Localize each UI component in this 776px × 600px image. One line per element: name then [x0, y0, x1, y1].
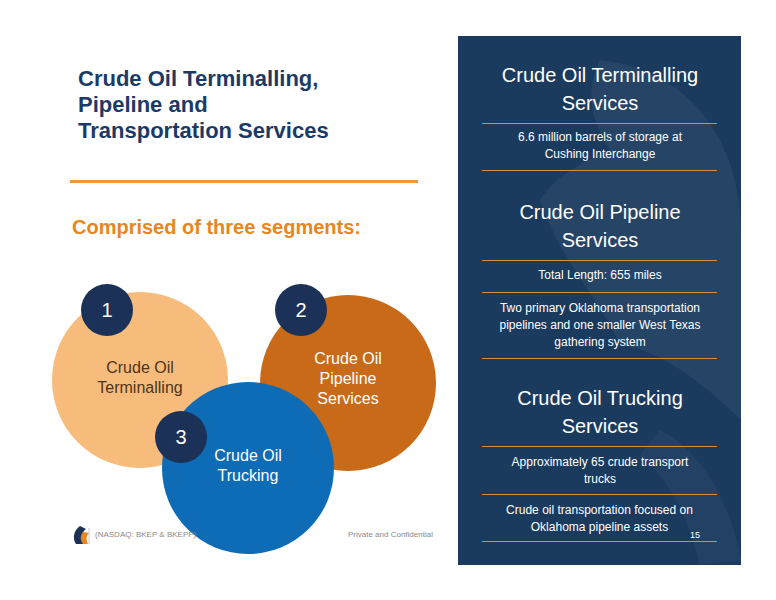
- page-number: 15: [690, 530, 700, 540]
- service-detail: Crude oil transportation focused on Okla…: [492, 502, 707, 536]
- segment-circle: 3Crude Oil Trucking: [162, 382, 334, 554]
- footer-logo: [74, 526, 89, 544]
- footer-divider: [89, 528, 90, 544]
- service-detail: Two primary Oklahoma transportation pipe…: [486, 300, 714, 351]
- callout-number: 1: [81, 284, 133, 336]
- service-heading: Crude Oil Terminalling Services: [485, 61, 715, 117]
- segment-name: Crude Oil Trucking: [198, 446, 298, 486]
- logo-flame: [81, 532, 89, 544]
- slide-title: Crude Oil Terminalling, Pipeline and Tra…: [78, 66, 360, 144]
- service-heading: Crude Oil Pipeline Services: [485, 198, 715, 254]
- logo-shape: [74, 526, 86, 544]
- service-heading: Crude Oil Trucking Services: [485, 384, 715, 440]
- services-panel: Crude Oil Terminalling Services 6.6 milli…: [458, 36, 741, 565]
- segment-name: Crude Oil Pipeline Services: [298, 349, 398, 409]
- service-detail: 6.6 million barrels of storage at Cushin…: [500, 129, 700, 163]
- section-subtitle: Comprised of three segments:: [72, 216, 361, 239]
- callout-number: 2: [275, 284, 327, 336]
- footer-ticker: (NASDAQ: BKEP & BKEPP): [95, 530, 196, 539]
- segment-name: Crude Oil Terminalling: [84, 358, 196, 398]
- callout-number: 3: [155, 411, 207, 463]
- footer-note: Private and Confidential: [348, 530, 433, 539]
- service-detail: Total Length: 655 miles: [490, 267, 710, 284]
- title-rule: [70, 180, 418, 183]
- service-detail: Approximately 65 crude transport trucks: [500, 454, 700, 488]
